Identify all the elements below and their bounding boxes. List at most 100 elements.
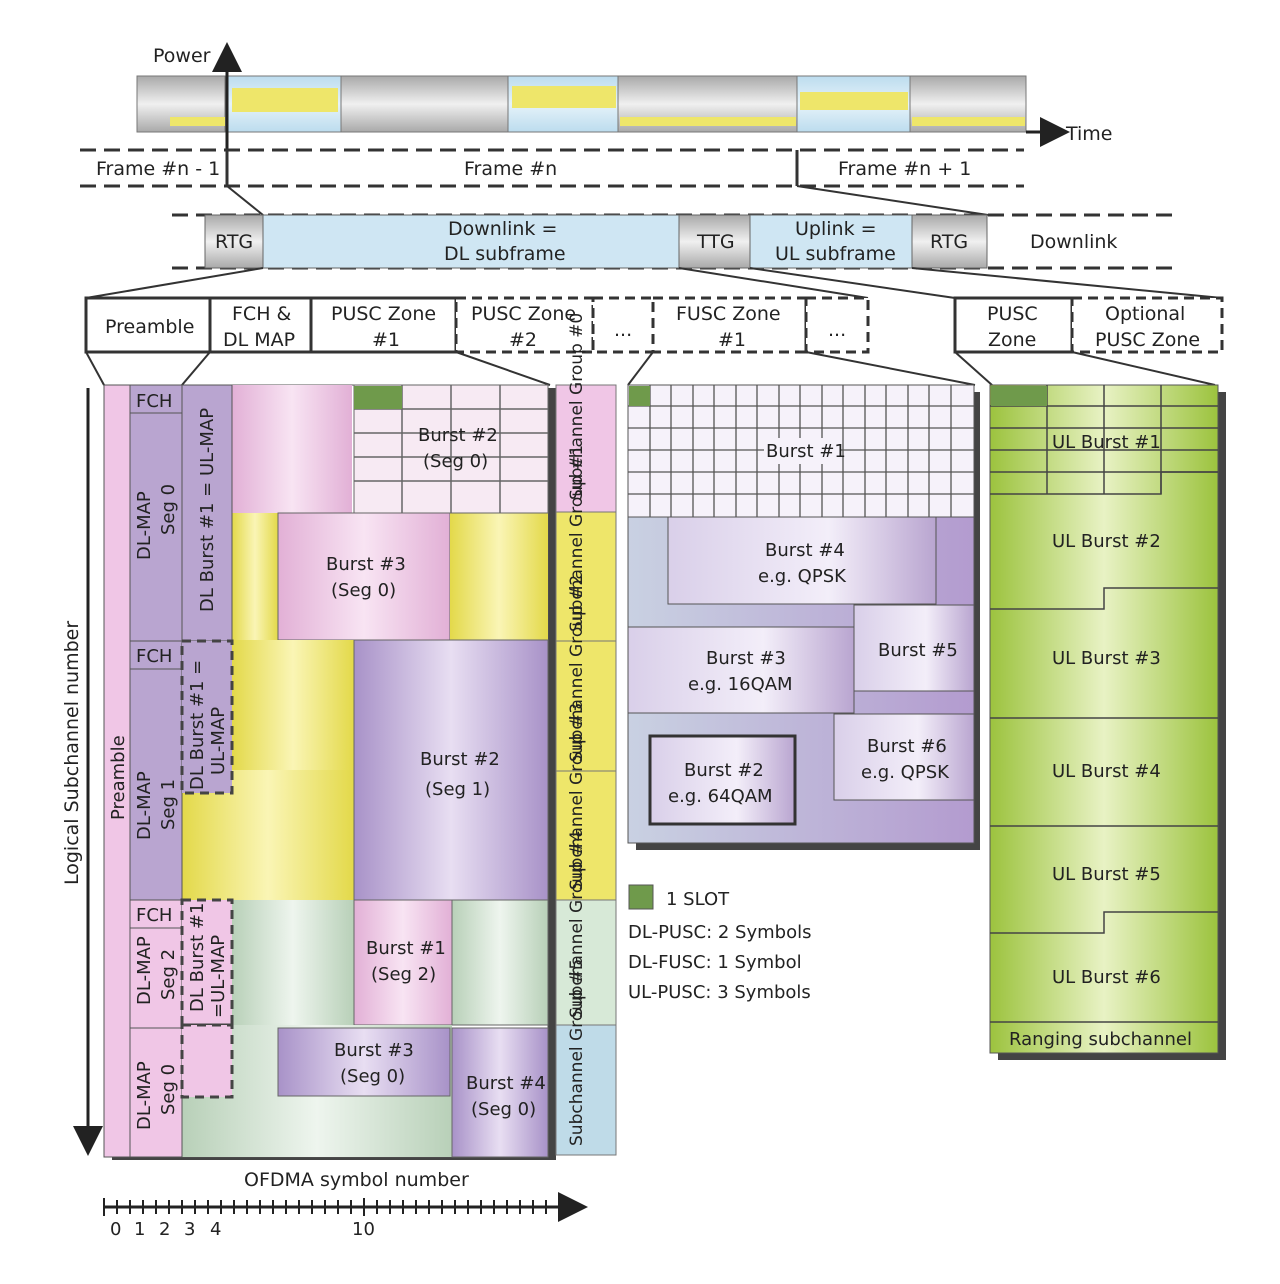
- fch-0: FCH: [136, 391, 172, 412]
- burst4-seg0-a: Burst #4: [466, 1073, 546, 1094]
- group-5: Subchannel Group #5: [567, 959, 587, 1146]
- ul-burst-4: UL Burst #4: [1052, 761, 1161, 782]
- downlink-label-2: DL subframe: [444, 243, 566, 265]
- burst3-seg0-a: Burst #3: [326, 554, 406, 575]
- tick-4: 4: [210, 1219, 221, 1240]
- downlink-label-1: Downlink =: [448, 218, 557, 240]
- ul-burst-2: UL Burst #2: [1052, 531, 1161, 552]
- zone-optional-2: PUSC Zone: [1095, 329, 1200, 351]
- uplink-label-2: UL subframe: [775, 243, 896, 265]
- downlink-next: Downlink: [1030, 231, 1117, 253]
- group-2: Subchannel Group #2: [567, 575, 587, 762]
- tick-0: 0: [110, 1219, 121, 1240]
- burst3-seg0b-b: (Seg 0): [340, 1066, 405, 1087]
- fusc-burst6-a: Burst #6: [867, 736, 947, 757]
- ul-pusc-detail: [989, 384, 1226, 1060]
- zone-pusc2-a: PUSC Zone: [471, 303, 576, 325]
- burst3-seg0b-a: Burst #3: [334, 1040, 414, 1061]
- uplink-label-1: Uplink =: [795, 218, 877, 240]
- ul-burst-3: UL Burst #3: [1052, 648, 1161, 669]
- time-label: Time: [1065, 123, 1113, 145]
- symbol-axis-label: OFDMA symbol number: [244, 1169, 469, 1191]
- fusc-burst4-a: Burst #4: [765, 540, 845, 561]
- frame-row: [80, 148, 1024, 188]
- dlmap-2-seg: Seg 2: [158, 949, 179, 1000]
- burst2-seg1-a: Burst #2: [420, 749, 500, 770]
- zone-fusc1-b: #1: [718, 329, 746, 351]
- fusc-detail: [627, 384, 980, 850]
- legend-slot: 1 SLOT: [666, 889, 730, 910]
- subchannel-axis-label: Logical Subchannel number: [61, 621, 83, 885]
- zone-ul-pusc-a: PUSC: [987, 303, 1038, 325]
- dlmap-3: DL-MAP: [134, 1061, 155, 1130]
- rtg-2: RTG: [930, 231, 968, 253]
- tick-1: 1: [134, 1219, 145, 1240]
- zone-pusc1-b: #1: [372, 329, 400, 351]
- fusc-burst3-a: Burst #3: [706, 648, 786, 669]
- symbol-axis: [103, 1192, 588, 1222]
- zone-ul-pusc-b: Zone: [988, 329, 1036, 351]
- zone-ellipsis-1: ...: [614, 319, 632, 341]
- burst4-seg0-b: (Seg 0): [471, 1099, 536, 1120]
- tick-2: 2: [159, 1219, 170, 1240]
- frame-current: Frame #n: [464, 158, 557, 180]
- ul-burst-1: UL Burst #1: [1052, 432, 1161, 453]
- dl-burst-ulmap-1a: DL Burst #1 =: [187, 660, 208, 790]
- dl-burst-ulmap-0: DL Burst #1 = UL-MAP: [197, 408, 218, 612]
- legend-ul-pusc: UL-PUSC: 3 Symbols: [628, 982, 811, 1003]
- dlmap-2: DL-MAP: [134, 936, 155, 1005]
- burst1-seg2-b: (Seg 2): [371, 964, 436, 985]
- fch-1: FCH: [136, 646, 172, 667]
- group-3: Subchannel Group #3: [567, 703, 587, 890]
- power-label: Power: [153, 45, 211, 67]
- zone-pusc1-a: PUSC Zone: [331, 303, 436, 325]
- group-1: Subchannel Group #1: [567, 445, 587, 632]
- burst2-seg1-b: (Seg 1): [425, 779, 490, 800]
- zone-pusc2-b: #2: [509, 329, 537, 351]
- power-time-strip: [136, 75, 1027, 133]
- burst2-seg0-a: Burst #2: [418, 425, 498, 446]
- rtg-1: RTG: [215, 231, 253, 253]
- preamble-vertical: Preamble: [108, 735, 129, 820]
- tick-10: 10: [352, 1219, 375, 1240]
- dl-pusc-detail: [103, 384, 556, 1160]
- fch-2: FCH: [136, 905, 172, 926]
- ttg: TTG: [696, 231, 735, 253]
- zone-fch-2: DL MAP: [223, 329, 295, 351]
- zones-row: [84, 296, 1224, 354]
- group-4: Subchannel Group #4: [567, 831, 587, 1018]
- fusc-burst3-b: e.g. 16QAM: [688, 674, 793, 695]
- frame-next: Frame #n + 1: [838, 158, 971, 180]
- dlmap-3-seg: Seg 0: [158, 1064, 179, 1115]
- burst2-seg0-b: (Seg 0): [423, 451, 488, 472]
- ranging-subchannel: Ranging subchannel: [1009, 1029, 1192, 1050]
- burst3-seg0-b: (Seg 0): [331, 580, 396, 601]
- legend-dl-fusc: DL-FUSC: 1 Symbol: [628, 952, 802, 973]
- ul-burst-6: UL Burst #6: [1052, 967, 1161, 988]
- group-labels: Subchannel Group #0 Subchannel Group #1 …: [567, 313, 587, 1146]
- zone-fch-1: FCH &: [232, 303, 292, 325]
- ul-burst-5: UL Burst #5: [1052, 864, 1161, 885]
- subframe-row: [172, 213, 1178, 270]
- burst1-seg2-a: Burst #1: [366, 938, 446, 959]
- dlmap-0: DL-MAP: [134, 491, 155, 560]
- fusc-burst1: Burst #1: [766, 441, 846, 462]
- dl-burst-ulmap-2b: =UL-MAP: [208, 935, 229, 1018]
- fusc-burst5: Burst #5: [878, 640, 958, 661]
- zone-fusc1-a: FUSC Zone: [676, 303, 781, 325]
- zone-ellipsis-2: ...: [828, 319, 846, 341]
- dlmap-0-seg: Seg 0: [158, 484, 179, 535]
- tick-3: 3: [184, 1219, 195, 1240]
- rotated-labels: Preamble DL-MAP Seg 0 DL-MAP Seg 1 DL-MA…: [108, 408, 229, 1130]
- frame-prev: Frame #n - 1: [96, 158, 220, 180]
- dlmap-1: DL-MAP: [134, 771, 155, 840]
- dl-burst-ulmap-2a: DL Burst #1: [187, 903, 208, 1012]
- legend-dl-pusc: DL-PUSC: 2 Symbols: [628, 922, 811, 943]
- fusc-burst6-b: e.g. QPSK: [861, 762, 950, 783]
- dlmap-1-seg: Seg 1: [158, 779, 179, 830]
- zone-optional-1: Optional: [1105, 303, 1185, 325]
- slot-swatch: [628, 884, 654, 910]
- slot-legend: 1 SLOT DL-PUSC: 2 Symbols DL-FUSC: 1 Sym…: [628, 884, 811, 1003]
- dl-burst-ulmap-1b: UL-MAP: [208, 707, 229, 775]
